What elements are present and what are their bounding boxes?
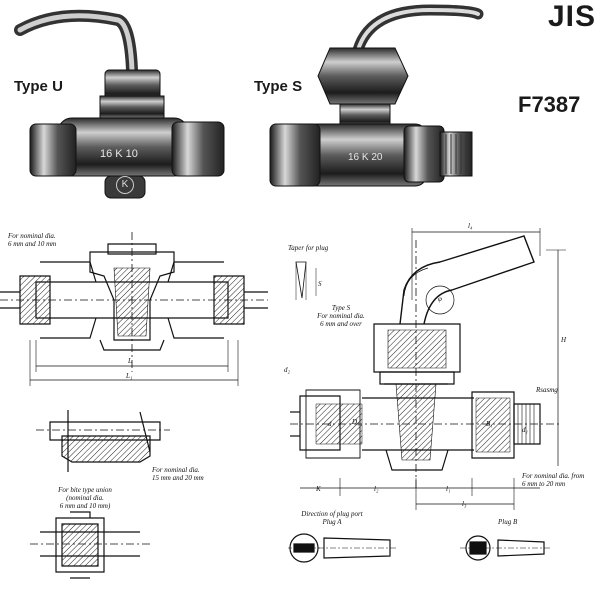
note-type-s-line3: 6 mm and over xyxy=(320,320,362,328)
detail-15-20-drawing xyxy=(36,410,170,472)
note-direction-line: Direction of plug port xyxy=(301,510,363,518)
type-u-logo-mark: K xyxy=(116,176,134,194)
type-u-section-drawing xyxy=(0,232,268,386)
note-bite-union-line1: For bite type union xyxy=(58,486,112,494)
dim-l4: l₄ xyxy=(468,222,473,230)
dim-s: S xyxy=(318,280,322,288)
note-dia-6-20: For nominal dia. from 6 mm to 20 mm xyxy=(522,472,584,488)
type-u-label: Type U xyxy=(14,78,63,95)
note-dia-15-20-line2: 15 mm and 20 mm xyxy=(152,474,204,482)
product-code: F7387 xyxy=(518,92,581,117)
standard-mark: JIS xyxy=(548,0,597,33)
type-u-valve-photo xyxy=(14,9,225,199)
type-u-body-marking: 16 K 10 xyxy=(100,148,138,160)
note-type-s-line1: Type S xyxy=(331,304,351,312)
note-dia-6-10-line2: 6 mm and 10 mm xyxy=(8,240,57,248)
plug-b-drawing xyxy=(460,535,550,561)
dim-d: d xyxy=(328,420,332,428)
dim-phi: φ xyxy=(438,295,442,303)
dim-l: L xyxy=(128,357,132,365)
note-direction-plug-port: Direction of plug port Plug A xyxy=(282,510,382,526)
dim-d1: d₁ xyxy=(522,426,528,434)
note-dia-6-10-line1: For nominal dia. xyxy=(8,232,56,240)
dim-H: H xyxy=(561,336,567,344)
bite-union-drawing xyxy=(30,511,150,579)
note-taper: Taper for plug xyxy=(288,244,329,252)
note-type-s-line2: For nominal dia. xyxy=(317,312,365,320)
note-dia-15-20: For nominal dia. 15 mm and 20 mm xyxy=(152,466,204,482)
type-s-valve-photo xyxy=(269,4,484,187)
note-bite-union: For bite type union (nominal dia. 6 mm a… xyxy=(40,486,130,510)
dim-B1: B₁ xyxy=(486,420,493,428)
plug-a-drawing xyxy=(288,533,398,563)
type-s-body-marking: 16 K 20 xyxy=(348,152,383,163)
dim-d2: d₂ xyxy=(284,366,290,374)
plug-b-label: Plug B xyxy=(498,518,518,526)
note-bite-union-line3: 6 mm and 10 mm) xyxy=(59,502,111,510)
note-dia-6-20-line1: For nominal dia. from xyxy=(522,472,585,480)
note-type-s: Type S For nominal dia. 6 mm and over xyxy=(304,304,378,328)
note-dia-15-20-line1: For nominal dia. xyxy=(152,466,200,474)
dim-l3: l₃ xyxy=(462,500,467,508)
dim-l1-small: l₁ xyxy=(446,485,451,493)
dim-l1: L₁ xyxy=(126,372,133,380)
dim-l2: l₂ xyxy=(374,485,379,493)
note-bite-union-line2: (nominal dia. xyxy=(66,494,104,502)
note-dia-6-20-line2: 6 mm to 20 mm xyxy=(522,480,566,488)
type-s-label: Type S xyxy=(254,78,303,95)
dim-K: K xyxy=(316,485,321,493)
plug-a-label: Plug A xyxy=(322,518,342,526)
dim-D1: D₁ xyxy=(352,418,360,426)
type-s-section-drawing xyxy=(290,228,566,510)
dim-thread: Rsasmg xyxy=(536,386,558,394)
note-dia-6-10: For nominal dia. 6 mm and 10 mm xyxy=(8,232,56,248)
